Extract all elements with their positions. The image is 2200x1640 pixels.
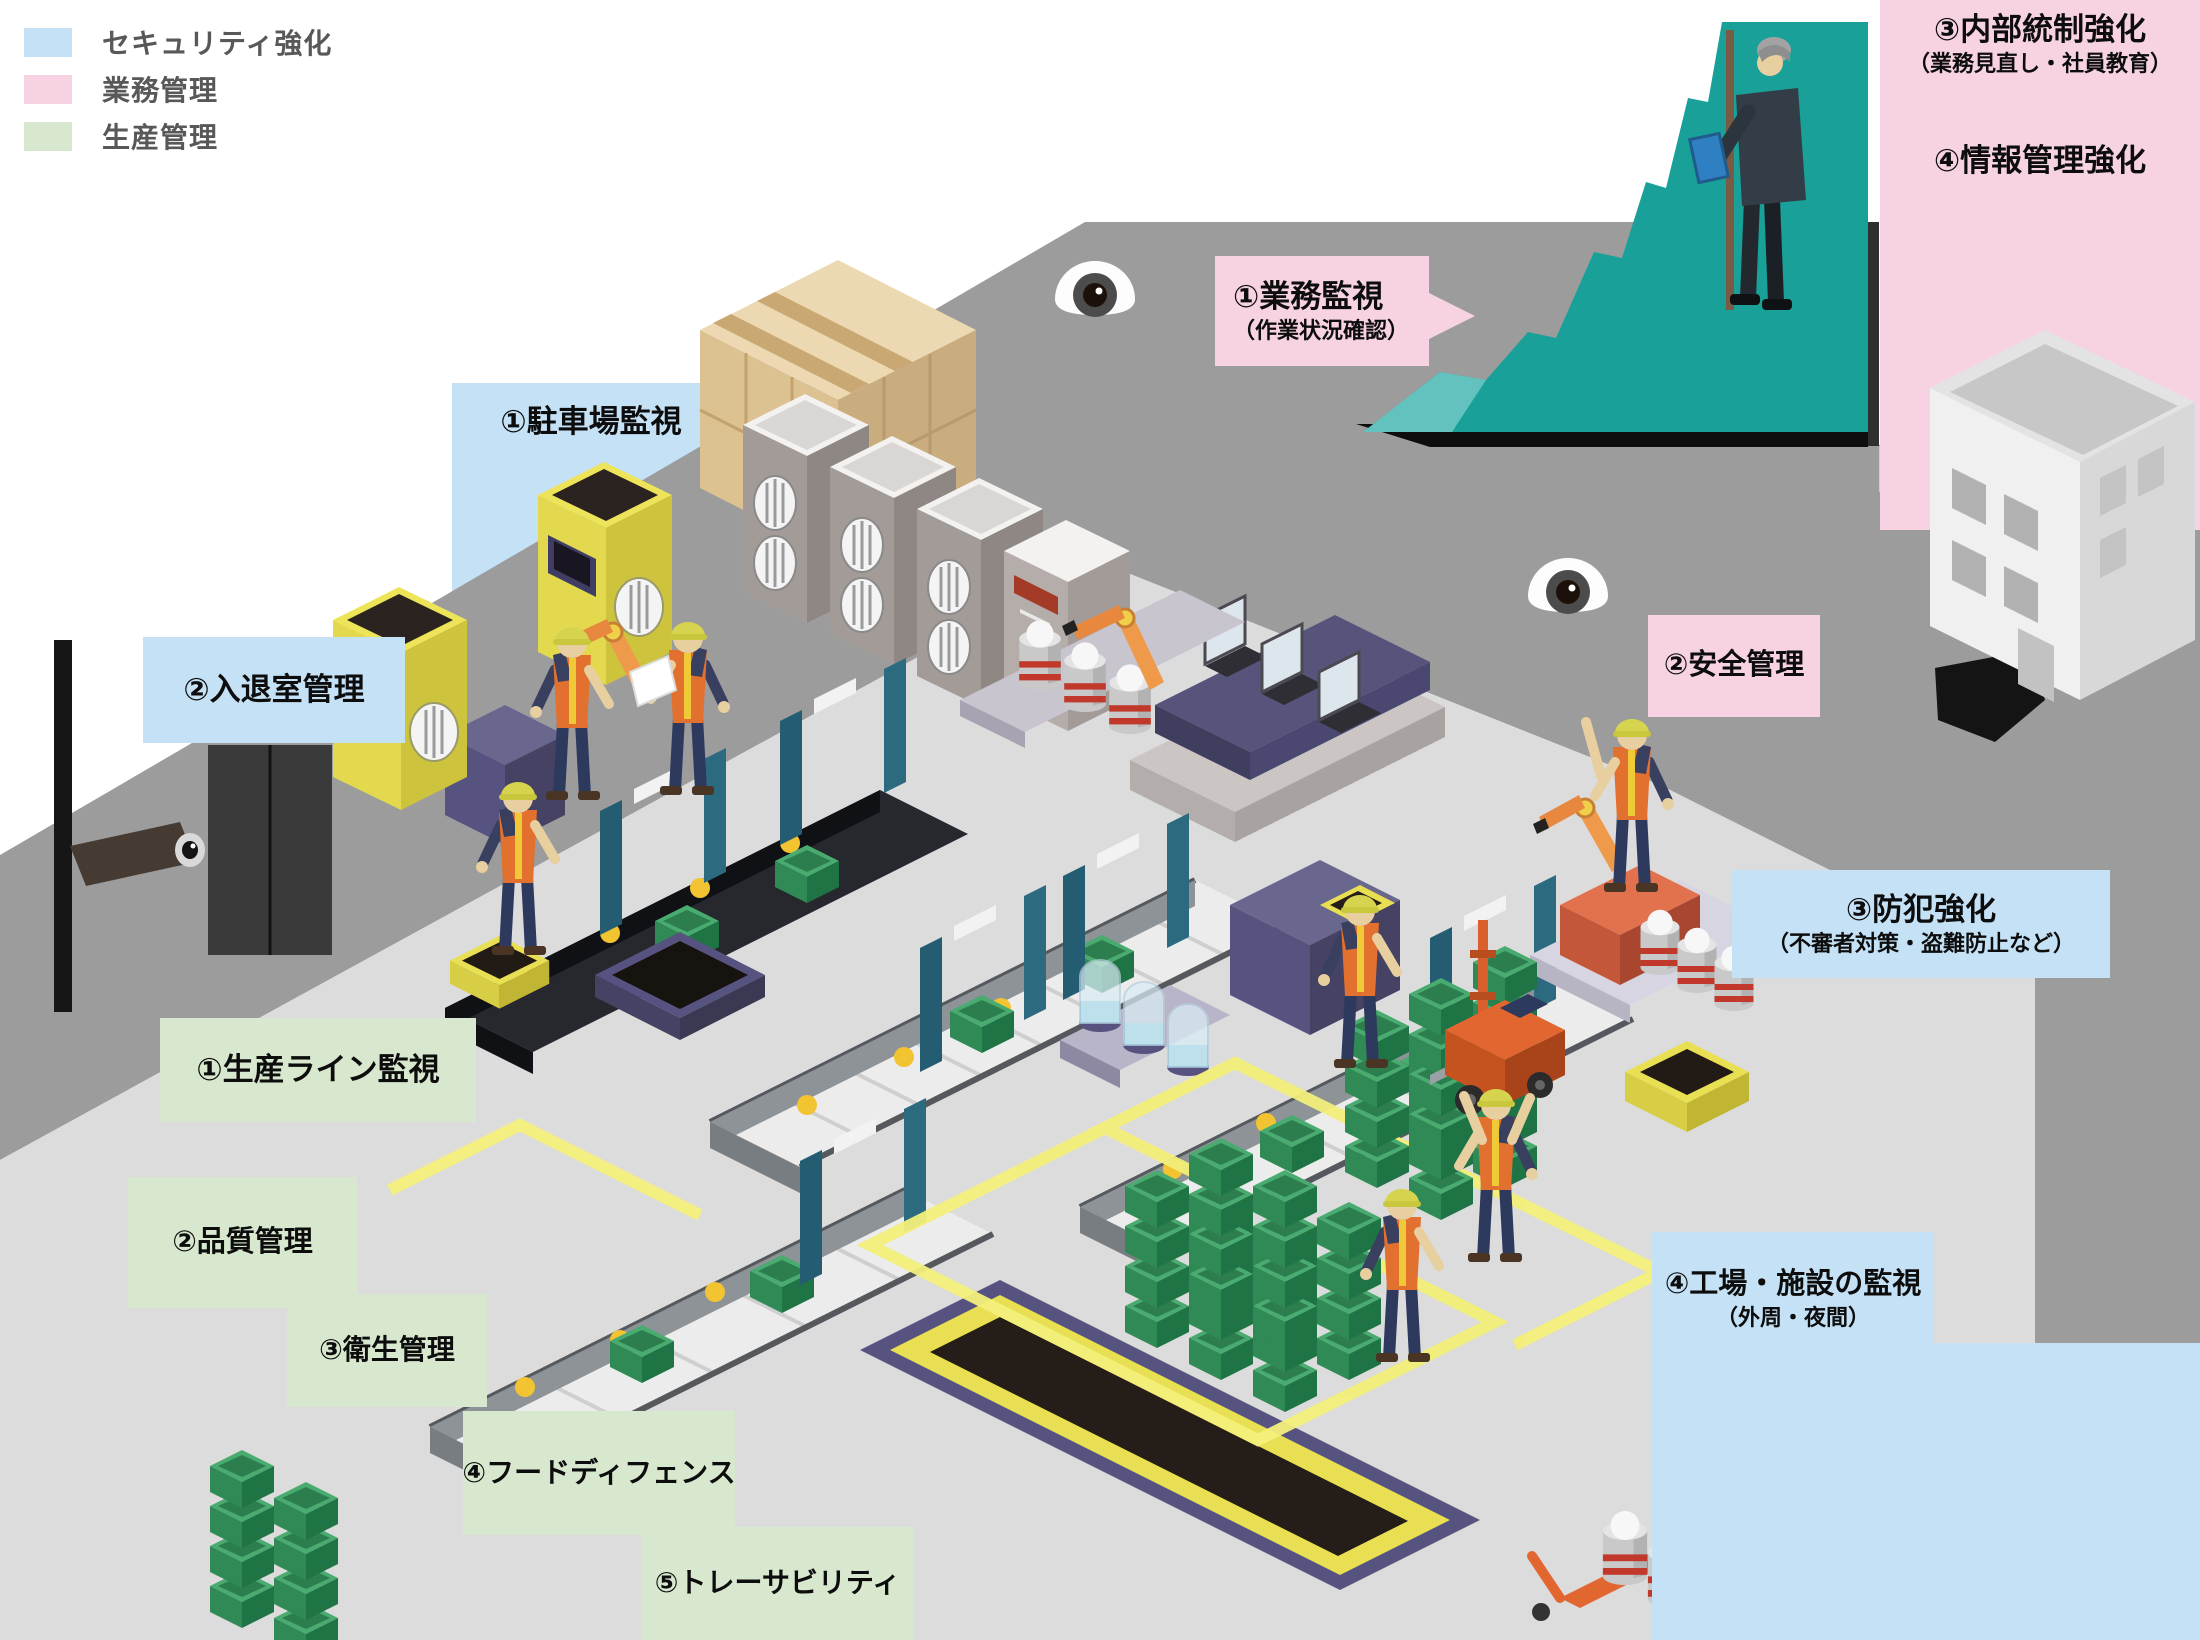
robot-arm-2 bbox=[1062, 605, 1164, 690]
callout-title: ④情報管理強化 bbox=[1933, 142, 2147, 178]
callout-safety: ②安全管理 bbox=[1648, 615, 1820, 717]
callout-title: ③内部統制強化 bbox=[1933, 12, 2147, 47]
callout-traceability: ⑤トレーサビリティ bbox=[642, 1527, 913, 1640]
callout-parking: ①駐車場監視 bbox=[452, 402, 730, 472]
callout-title: ④工場・施設の監視 bbox=[1664, 1268, 1922, 1300]
callout-subtitle: （業務見直し・社員教育） bbox=[1907, 51, 2172, 77]
callout-title: ③防犯強化 bbox=[1845, 891, 1997, 927]
conveyor-1 bbox=[445, 658, 968, 1074]
callout-title: ④フードディフェンス bbox=[462, 1456, 736, 1488]
conveyor-2 bbox=[708, 813, 1287, 1193]
callout-quality: ②品質管理 bbox=[128, 1177, 357, 1308]
callout-crime-prevention: ③防犯強化 （不審者対策・盗難防止など） bbox=[1732, 870, 2110, 978]
legend-swatch-production bbox=[24, 121, 72, 151]
callout-entry-exit: ②入退室管理 bbox=[143, 637, 405, 743]
legend-item-security: セキュリティ強化 bbox=[24, 22, 332, 62]
callout-title: ②安全管理 bbox=[1663, 649, 1805, 682]
monitoring-desk bbox=[1130, 594, 1445, 842]
office-building bbox=[1930, 330, 2195, 702]
forklift bbox=[1430, 920, 1565, 1115]
callout-title: ①駐車場監視 bbox=[500, 404, 682, 439]
inspection-tray bbox=[860, 1280, 1480, 1590]
callout-subtitle: （不審者対策・盗難防止など） bbox=[1766, 930, 2075, 956]
legend-swatch-security bbox=[24, 27, 72, 57]
blueprint-paper bbox=[628, 654, 678, 708]
callout-work-monitor: ①業務監視 （作業状況確認） bbox=[1215, 256, 1475, 366]
businessman-with-tablet bbox=[1687, 37, 1806, 310]
legend-item-production: 生産管理 bbox=[24, 116, 332, 156]
callout-title: ②品質管理 bbox=[172, 1225, 313, 1258]
bullet-camera bbox=[70, 822, 205, 886]
callout-hygiene: ③衛生管理 bbox=[287, 1294, 487, 1407]
legend: セキュリティ強化 業務管理 生産管理 bbox=[24, 22, 332, 163]
callout-title: ③衛生管理 bbox=[319, 1334, 455, 1366]
legend-item-operations: 業務管理 bbox=[24, 69, 332, 109]
capsule-machine bbox=[1060, 959, 1230, 1088]
back-wall bbox=[0, 222, 2200, 1343]
callout-food-defense: ④フードディフェンス bbox=[462, 1411, 736, 1535]
callout-title: ⑤トレーサビリティ bbox=[654, 1567, 901, 1599]
pole bbox=[1726, 30, 1734, 310]
truck-silhouette bbox=[1935, 650, 2045, 742]
callout-facility-monitor: ④工場・施設の監視 （外周・夜間） bbox=[1652, 1232, 1934, 1640]
camera-pole bbox=[54, 640, 72, 1012]
tank-line bbox=[960, 590, 1245, 748]
callout-title: ①生産ライン監視 bbox=[196, 1051, 440, 1087]
tablet bbox=[1687, 131, 1731, 185]
filling-station bbox=[1530, 795, 1780, 1023]
legend-swatch-operations bbox=[24, 74, 72, 104]
dark-tray bbox=[595, 932, 765, 1040]
callout-production-line: ①生産ライン監視 bbox=[160, 1018, 476, 1122]
legend-label: 生産管理 bbox=[102, 122, 219, 153]
callout-title: ①業務監視 bbox=[1233, 278, 1384, 314]
callout-title: ②入退室管理 bbox=[183, 671, 365, 707]
legend-label: セキュリティ強化 bbox=[102, 28, 333, 59]
legend-label: 業務管理 bbox=[102, 75, 219, 106]
callout-internal-control: ③内部統制強化 （業務見直し・社員教育） ④情報管理強化 bbox=[1880, 10, 2200, 230]
callout-subtitle: （作業状況確認） bbox=[1233, 317, 1410, 343]
callout-subtitle: （外周・夜間） bbox=[1715, 1304, 1870, 1330]
callout-facility-monitor-area bbox=[1934, 1343, 2200, 1640]
